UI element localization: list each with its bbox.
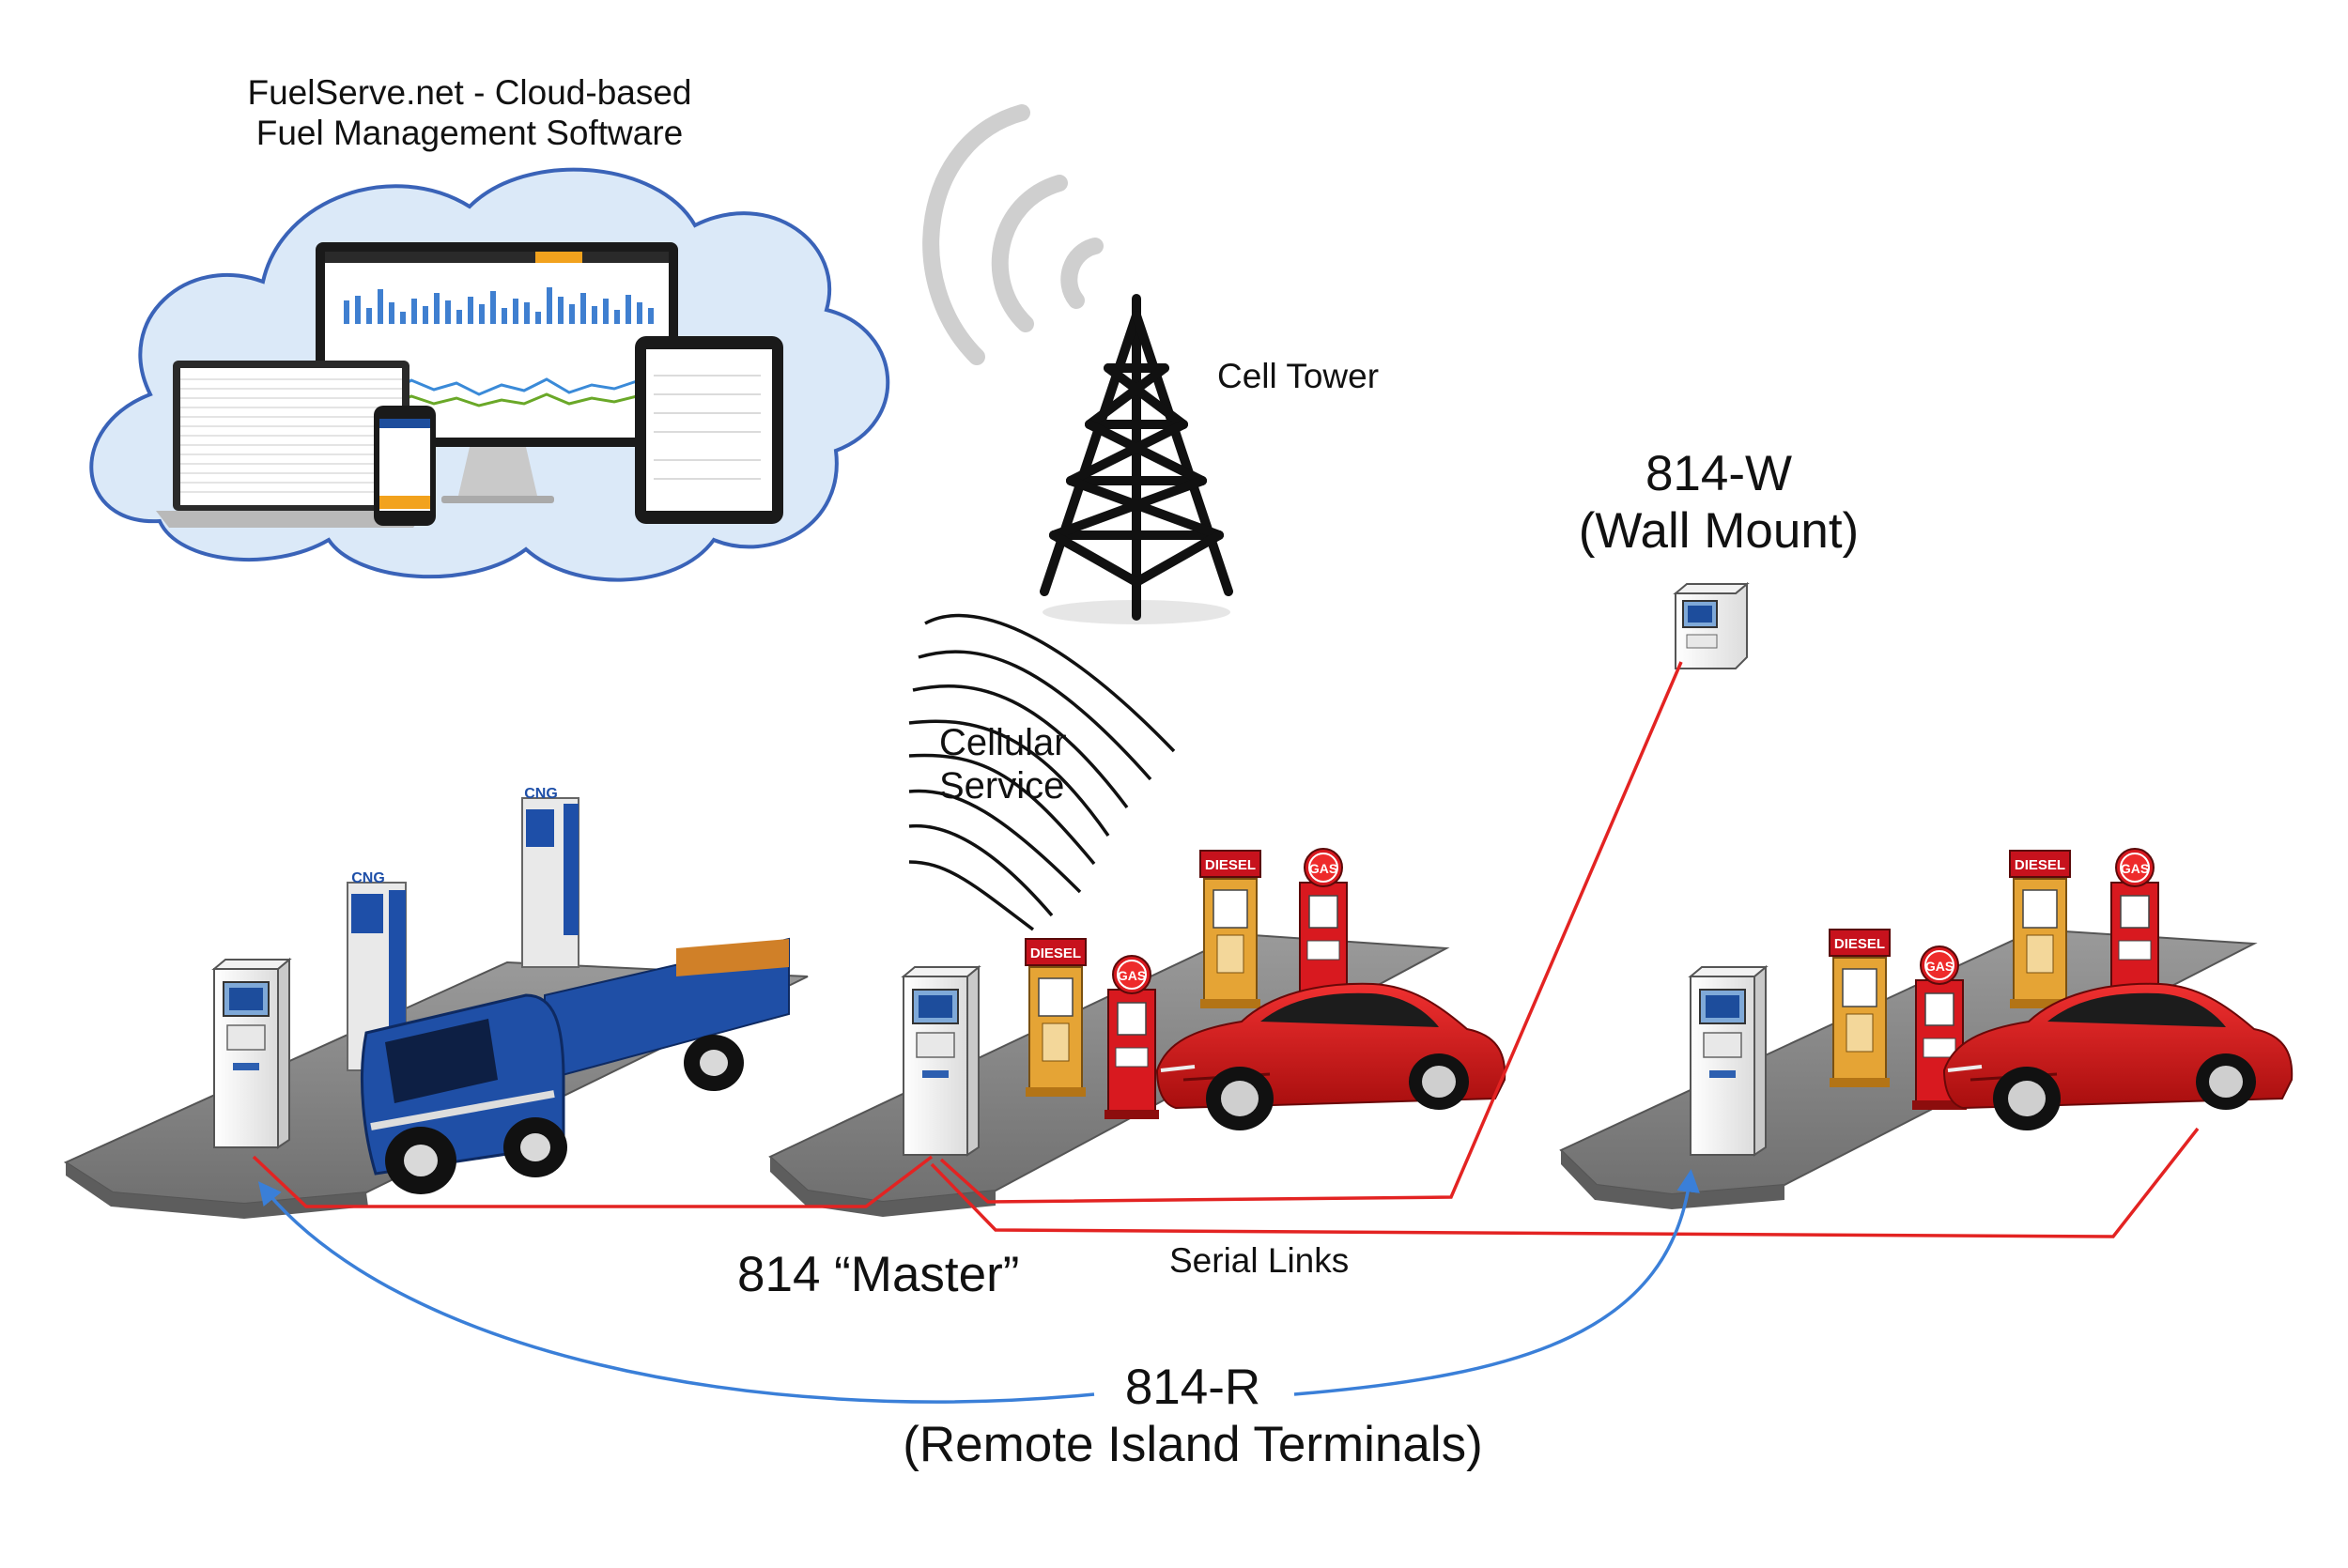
phone-icon (374, 406, 436, 526)
wall-mount-line-2: (Wall Mount) (1578, 502, 1860, 559)
wall-mount-line-1: 814-W (1645, 446, 1793, 501)
cell-tower-icon (1040, 294, 1233, 624)
serial-link-right (930, 1127, 2200, 1238)
diesel-pump-right-front (1829, 929, 1891, 1088)
remote-terminals-label: 814-R (Remote Island Terminals) (836, 1360, 1550, 1474)
cng-label-rear: CNG (524, 786, 558, 802)
truck-icon (360, 937, 790, 1194)
cellular-signal-icon (908, 613, 1176, 931)
serial-link-wall-mount (939, 661, 1683, 1204)
arrow-to-left-terminal (257, 1181, 1095, 1404)
laptop-icon (156, 361, 426, 528)
wall-mount-label: 814-W (Wall Mount) (1540, 446, 1897, 561)
tablet-icon (635, 336, 783, 524)
diesel-pump-right-rear (2009, 850, 2071, 1009)
arrow-to-right-terminal (1293, 1169, 1700, 1396)
cellular-line-2: Service (939, 765, 1065, 807)
remote-terminal-arrows (257, 1169, 1700, 1404)
cloud-title-line-2: Fuel Management Software (255, 113, 684, 152)
cell-tower-label: Cell Tower (1217, 357, 1380, 395)
cloud-title-line-1: FuelServe.net - Cloud-based (247, 73, 692, 112)
wall-mount-terminal-icon (1673, 581, 1750, 669)
master-terminal-label: 814 “Master” (737, 1247, 1020, 1302)
diesel-pump-master-front (1025, 938, 1087, 1098)
serial-links-label: Serial Links (1169, 1241, 1350, 1280)
remote-line-1: 814-R (1124, 1360, 1261, 1415)
master-terminal (903, 966, 980, 1156)
diesel-pump-master-rear (1199, 850, 1261, 1009)
remote-terminal-left (213, 959, 290, 1148)
cng-label-front: CNG (351, 870, 385, 886)
wifi-signal-icon (922, 104, 1104, 365)
cng-dispenser-rear: CNG (521, 786, 579, 968)
remote-line-2: (Remote Island Terminals) (903, 1416, 1483, 1472)
cloud-software-title: FuelServe.net - Cloud-based Fuel Managem… (207, 73, 733, 153)
cloud-software-illustration (89, 167, 890, 582)
cellular-service-label: Cellular Service (939, 721, 1108, 807)
remote-terminal-right (1690, 966, 1767, 1156)
cellular-line-1: Cellular (939, 722, 1067, 763)
